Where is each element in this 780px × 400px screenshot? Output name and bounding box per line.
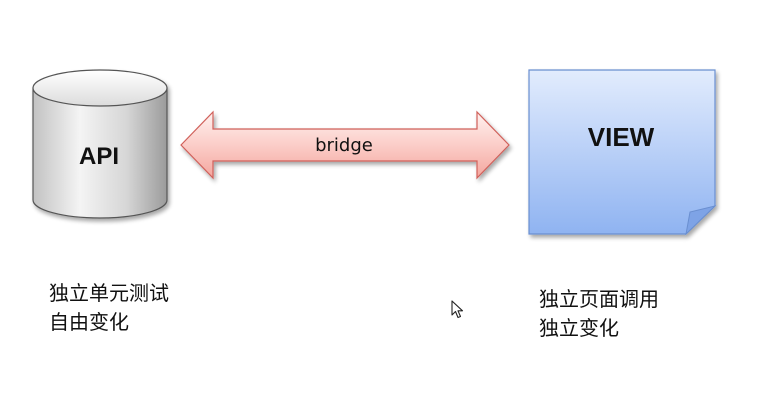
view-note-line: 独立页面调用 xyxy=(539,287,659,311)
view-notes: 独立页面调用 独立变化 xyxy=(539,285,659,343)
view-note-line: 独立变化 xyxy=(539,316,619,340)
api-note-line: 自由变化 xyxy=(49,310,129,334)
mouse-pointer-icon xyxy=(451,300,464,319)
bridge-label: bridge xyxy=(315,135,373,156)
api-notes: 独立单元测试 自由变化 xyxy=(49,279,169,337)
api-note-line: 独立单元测试 xyxy=(49,281,169,305)
view-label: VIEW xyxy=(588,122,655,152)
view-page-icon xyxy=(528,69,717,236)
api-database-icon xyxy=(32,69,168,219)
bridge-arrow-icon xyxy=(180,110,510,180)
api-label: API xyxy=(79,143,119,170)
